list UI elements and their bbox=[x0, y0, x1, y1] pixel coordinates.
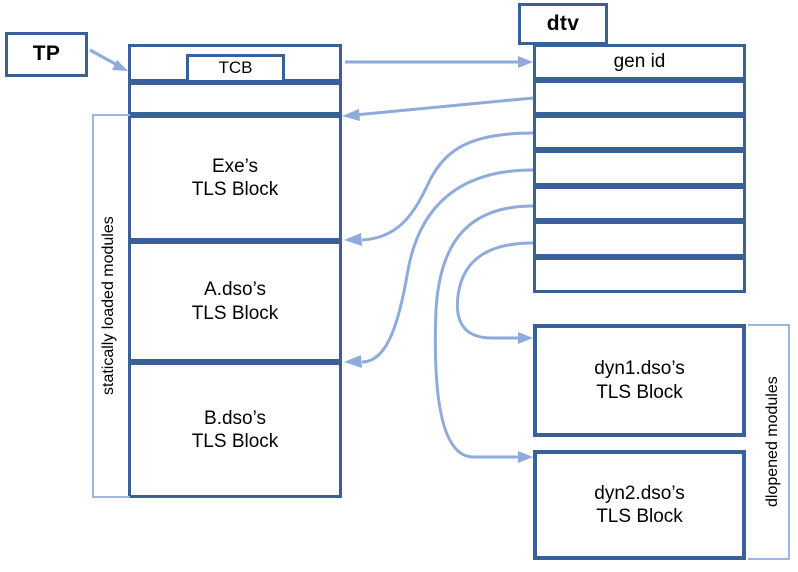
tls-block-dyn2-text: dyn2.dso’s TLS Block bbox=[594, 482, 685, 528]
tcb-box[interactable]: TCB bbox=[186, 54, 285, 83]
tls-block-dyn2-line2: TLS Block bbox=[596, 506, 683, 527]
tls-block-b-dso-line2: TLS Block bbox=[191, 431, 279, 452]
tls-block-b-dso-line1: B.dso’s bbox=[204, 407, 266, 429]
dtv-row-4[interactable] bbox=[533, 186, 746, 221]
dtv-row-5[interactable] bbox=[533, 221, 746, 257]
arrow-dtv-row1-to-exe-top bbox=[342, 96, 534, 121]
tls-block-dyn1-line2: TLS Block bbox=[596, 381, 683, 403]
statically-loaded-modules-bracket bbox=[92, 114, 130, 498]
tls-block-dyn1-dso[interactable]: dyn1.dso’s TLS Block bbox=[533, 324, 746, 437]
arrow-dtv-row5-to-dyn1 bbox=[455, 241, 534, 344]
tls-block-exe[interactable]: Exe’s TLS Block bbox=[128, 115, 342, 241]
dtv-row-2[interactable] bbox=[533, 115, 746, 150]
dtv-label-box[interactable]: dtv bbox=[518, 3, 608, 45]
tls-block-b-dso[interactable]: B.dso’s TLS Block bbox=[128, 362, 342, 498]
dtv-row-1[interactable] bbox=[533, 80, 746, 115]
arrow-tcb-to-dtv bbox=[345, 56, 533, 68]
arrow-dtv-row3-to-b-dso-top bbox=[344, 168, 534, 368]
dtv-row-6[interactable] bbox=[533, 257, 746, 293]
arrow-dtv-row4-to-dyn2 bbox=[433, 204, 534, 463]
tls-block-a-dso-text: A.dso’s TLS Block bbox=[192, 278, 279, 324]
statically-loaded-modules-label: statically loaded modules bbox=[100, 216, 117, 396]
tls-block-b-dso-text: B.dso’s TLS Block bbox=[192, 407, 279, 453]
dtv-row-3[interactable] bbox=[533, 150, 746, 186]
tls-block-dyn1-line1: dyn1.dso’s bbox=[594, 358, 685, 380]
tls-column-cell-spacer-row[interactable] bbox=[128, 82, 342, 115]
dtv-row-0-gen-id[interactable]: gen id bbox=[533, 44, 746, 80]
tls-block-dyn1-text: dyn1.dso’s TLS Block bbox=[594, 357, 685, 403]
thread-pointer-box[interactable]: TP bbox=[5, 32, 88, 77]
dlopened-modules-label: dlopened modules bbox=[764, 376, 781, 508]
tls-block-dyn2-line1: dyn2.dso’s bbox=[594, 482, 685, 504]
tls-block-a-dso[interactable]: A.dso’s TLS Block bbox=[128, 241, 342, 362]
dtv-gen-id-label: gen id bbox=[613, 51, 666, 72]
tls-block-a-dso-line1: A.dso’s bbox=[204, 279, 266, 301]
tls-block-dyn2-dso[interactable]: dyn2.dso’s TLS Block bbox=[533, 450, 746, 560]
tls-block-exe-line2: TLS Block bbox=[191, 179, 279, 200]
arrow-tp-to-tcb bbox=[89, 48, 128, 71]
tls-block-exe-text: Exe’s TLS Block bbox=[192, 155, 279, 201]
dlopened-modules-bracket bbox=[748, 324, 790, 560]
tls-block-exe-line1: Exe’s bbox=[211, 155, 259, 177]
tls-block-a-dso-line2: TLS Block bbox=[191, 302, 279, 324]
arrow-dtv-row2-to-a-dso-top bbox=[344, 131, 534, 246]
